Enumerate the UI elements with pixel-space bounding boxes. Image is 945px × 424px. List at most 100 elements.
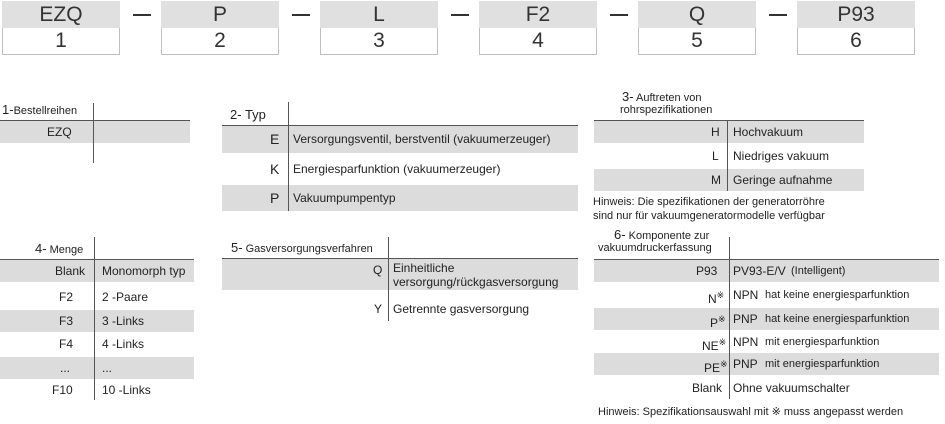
- table-row: P93 PV93-E/V (Intelligent): [594, 260, 939, 282]
- row-code: K: [270, 161, 280, 177]
- row-code: E: [270, 131, 280, 147]
- row-desc-line: versorgung/rückgasversorgung: [393, 275, 559, 289]
- row-code: H: [711, 125, 720, 139]
- divider: [727, 120, 728, 191]
- row-code: Q: [373, 263, 383, 277]
- table-row: ... ...: [0, 357, 194, 379]
- segment-index: 2: [161, 28, 279, 55]
- table-row: N※ NPN hat keine energiesparfunktion: [594, 284, 939, 306]
- code-segment-2: P 2: [161, 1, 279, 56]
- section-number: 4-: [35, 241, 47, 256]
- table-row: F10 10 -Links: [0, 379, 194, 401]
- section-6-header-line2: vakuumdruckerfassung: [598, 242, 712, 254]
- custom-mark: ※: [716, 290, 725, 300]
- row-desc: PNP: [733, 357, 758, 371]
- row-code: P93: [696, 264, 718, 278]
- divider: [594, 120, 864, 121]
- section-number: 1-: [2, 102, 14, 117]
- code-segment-1: EZQ 1: [2, 1, 120, 56]
- section-5-header: 5- Gasversorgungsverfahren: [231, 241, 373, 256]
- row-desc: Ohne vakuumschalter: [733, 381, 850, 395]
- section-1-header: 1-Bestellreihen: [2, 103, 77, 118]
- table-row: EZQ: [0, 121, 190, 143]
- table-row: PE※ PNP mit energiesparfunktion: [594, 353, 939, 375]
- segment-index: 6: [797, 28, 915, 55]
- row-desc: 4 -Links: [102, 337, 145, 351]
- table-row: E Versorgungsventil, berstventil (vakuum…: [222, 126, 578, 153]
- segment-index: 4: [479, 28, 597, 55]
- row-desc: Monomorph typ: [102, 264, 186, 278]
- row-extra: mit energiesparfunktion: [765, 336, 880, 348]
- row-code: P: [270, 190, 280, 206]
- separator-dash: [451, 14, 469, 16]
- section-6-note: Hinweis: Spezifikationsauswahl mit ※ mus…: [598, 406, 904, 418]
- section-number: 5-: [231, 240, 243, 255]
- note-line: Hinweis: Die spezifikationen der generat…: [593, 196, 825, 208]
- row-code: Blank: [692, 381, 723, 395]
- row-desc: PV93-E/V: [733, 264, 786, 278]
- custom-mark: ※: [720, 359, 728, 369]
- section-3-header: 3- Auftreten von: [622, 90, 701, 105]
- custom-mark: ※: [718, 337, 727, 347]
- row-code: F2: [59, 290, 74, 304]
- row-code: P※: [710, 308, 726, 330]
- divider: [594, 259, 939, 260]
- code-text: PE: [704, 361, 721, 375]
- divider: [288, 102, 289, 211]
- segment-code: Q: [638, 1, 756, 28]
- row-desc: NPN: [733, 288, 759, 302]
- row-code: ...: [60, 361, 71, 375]
- segment-index: 1: [2, 28, 120, 55]
- section-title: Gasversorgungsverfahren: [245, 243, 373, 255]
- row-desc: Einheitliche versorgung/rückgasversorgun…: [393, 261, 558, 289]
- row-code: L: [712, 149, 719, 163]
- row-desc: 3 -Links: [102, 314, 145, 328]
- row-desc: ...: [102, 361, 113, 375]
- code-segment-6: P93 6: [797, 1, 915, 56]
- table-row: P※ PNP hat keine energiesparfunktion: [594, 308, 939, 330]
- note-line: sind nur für vakuumgeneratormodelle verf…: [593, 210, 825, 222]
- row-code: NE※: [702, 331, 726, 353]
- separator-dash: [610, 14, 628, 16]
- table-row: Blank Monomorph typ: [0, 260, 194, 282]
- row-desc: Geringe aufnahme: [733, 173, 833, 187]
- row-desc: Versorgungsventil, berstventil (vakuumer…: [293, 132, 551, 146]
- section-3-note: Hinweis: Die spezifikationen der generat…: [593, 195, 825, 223]
- code-text: P: [710, 316, 719, 330]
- table-row: F3 3 -Links: [0, 310, 194, 332]
- row-desc: NPN: [733, 335, 759, 349]
- row-desc: 10 -Links: [102, 383, 151, 397]
- row-desc-line: Einheitliche: [393, 261, 455, 275]
- row-code: PE※: [704, 353, 728, 375]
- section-3-header-line2: rohrspezifikationen: [620, 104, 713, 116]
- divider: [222, 125, 578, 126]
- row-code: M: [711, 173, 721, 187]
- divider: [729, 237, 730, 399]
- row-code: Blank: [55, 264, 86, 278]
- row-code: F4: [59, 337, 74, 351]
- divider: [93, 103, 94, 163]
- section-4-header: 4- Menge: [35, 242, 83, 257]
- table-row: K Energiesparfunktion (vakuumerzeuger): [222, 156, 578, 183]
- row-extra: hat keine energiesparfunktion: [765, 289, 910, 301]
- table-row: F4 4 -Links: [0, 333, 194, 355]
- table-row: F2 2 -Paare: [0, 286, 194, 308]
- divider: [0, 120, 190, 121]
- divider: [222, 258, 578, 259]
- row-code: Y: [374, 302, 383, 316]
- table-row: L Niedriges vakuum: [594, 145, 864, 167]
- code-segment-3: L 3: [320, 1, 438, 56]
- code-segment-4: F2 4: [479, 1, 597, 56]
- table-row: Q Einheitliche versorgung/rückgasversorg…: [222, 259, 578, 290]
- segment-code: P93: [797, 1, 915, 28]
- table-row: H Hochvakuum: [594, 121, 864, 143]
- segment-code: P: [161, 1, 279, 28]
- separator-dash: [292, 14, 310, 16]
- separator-dash: [769, 14, 787, 16]
- divider: [94, 237, 95, 400]
- section-2-header: 2- Typ: [230, 108, 266, 121]
- section-title-line1: Komponente zur: [628, 230, 710, 242]
- section-number: 2-: [230, 107, 242, 122]
- row-desc: Energiesparfunktion (vakuumerzeuger): [293, 162, 501, 176]
- table-row: P Vakuumpumpentyp: [222, 185, 578, 211]
